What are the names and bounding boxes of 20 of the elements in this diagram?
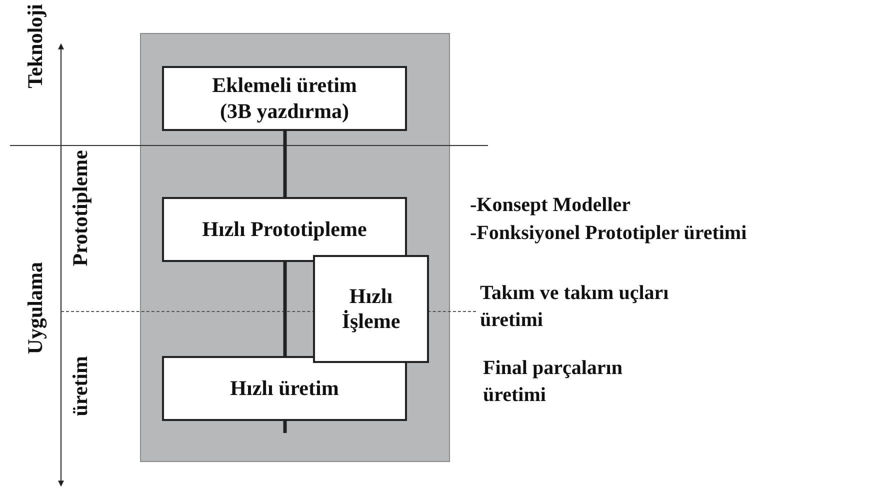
box-label: Eklemeli üretim (3B yazdırma) xyxy=(211,73,358,124)
axis-label: Teknoloji xyxy=(25,4,46,88)
connector-line xyxy=(283,131,287,197)
note-text: Final parçaların üretimi xyxy=(483,356,624,408)
note-text: -Konsept Modeller xyxy=(470,193,631,218)
box-label: Hızlı üretim xyxy=(230,376,339,402)
connector-line xyxy=(283,262,287,356)
axis-label: üretim xyxy=(70,356,91,416)
box-label: Hızlı Prototipleme xyxy=(202,216,367,242)
note-text: Takım ve takım uçları üretimi xyxy=(480,281,670,333)
note-text: -Fonksiyonel Prototipler üretimi xyxy=(470,221,747,246)
box-label: Hızlı İşleme xyxy=(340,284,402,334)
background-panel xyxy=(140,33,450,462)
process-box xyxy=(313,255,429,363)
connector-line xyxy=(283,421,287,433)
process-box xyxy=(162,66,407,131)
process-box xyxy=(162,356,407,421)
process-box xyxy=(162,197,407,262)
axis-label: Uygulama xyxy=(25,262,46,354)
axis-label: Prototipleme xyxy=(70,150,91,266)
